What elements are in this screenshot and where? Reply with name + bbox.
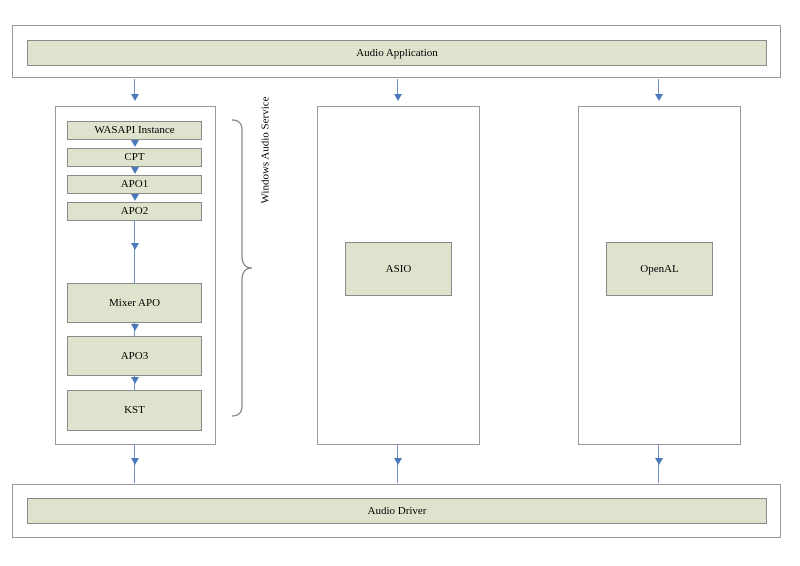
connector-app-to-asio <box>397 79 398 97</box>
mixer-apo-box: Mixer APO <box>67 283 202 323</box>
windows-audio-service-brace <box>231 119 253 417</box>
wasapi-instance-label: WASAPI Instance <box>94 124 175 136</box>
windows-audio-service-label: Windows Audio Service <box>260 96 273 204</box>
audio-application-box: Audio Application <box>27 40 767 66</box>
apo3-box: APO3 <box>67 336 202 376</box>
windows-audio-service-label-wrap: Windows Audio Service <box>259 92 273 208</box>
asio-box: ASIO <box>345 242 452 296</box>
audio-driver-box: Audio Driver <box>27 498 767 524</box>
arrowhead-windows-to-driver <box>131 458 139 465</box>
cpt-label: CPT <box>124 151 145 163</box>
connector-app-to-openal <box>658 79 659 97</box>
arrowhead-openal-to-driver <box>655 458 663 465</box>
kst-label: KST <box>124 404 145 416</box>
apo2-label: APO2 <box>120 205 149 217</box>
arrowhead-app-to-windows <box>131 94 139 101</box>
arrowhead-cpt-to-apo1 <box>131 167 139 174</box>
apo1-box: APO1 <box>67 175 202 194</box>
openal-box: OpenAL <box>606 242 713 296</box>
arrowhead-apo1-to-apo2 <box>131 194 139 201</box>
arrowhead-wasapi-to-cpt <box>131 140 139 147</box>
apo1-label: APO1 <box>120 178 149 190</box>
wasapi-instance-box: WASAPI Instance <box>67 121 202 140</box>
connector-app-to-windows <box>134 79 135 97</box>
arrowhead-apo2-to-mixer <box>131 243 139 250</box>
audio-application-label: Audio Application <box>356 46 438 59</box>
arrowhead-asio-to-driver <box>394 458 402 465</box>
asio-label: ASIO <box>385 262 412 275</box>
arrowhead-app-to-openal <box>655 94 663 101</box>
openal-label: OpenAL <box>640 262 679 275</box>
cpt-box: CPT <box>67 148 202 167</box>
apo3-label: APO3 <box>120 349 149 362</box>
kst-box: KST <box>67 390 202 431</box>
arrowhead-apo3-to-kst <box>131 377 139 384</box>
mixer-apo-label: Mixer APO <box>108 296 161 309</box>
arrowhead-mixer-to-apo3 <box>131 324 139 331</box>
arrowhead-app-to-asio <box>394 94 402 101</box>
apo2-box: APO2 <box>67 202 202 221</box>
audio-driver-label: Audio Driver <box>367 504 427 517</box>
connector-apo2-to-mixer <box>134 221 135 283</box>
